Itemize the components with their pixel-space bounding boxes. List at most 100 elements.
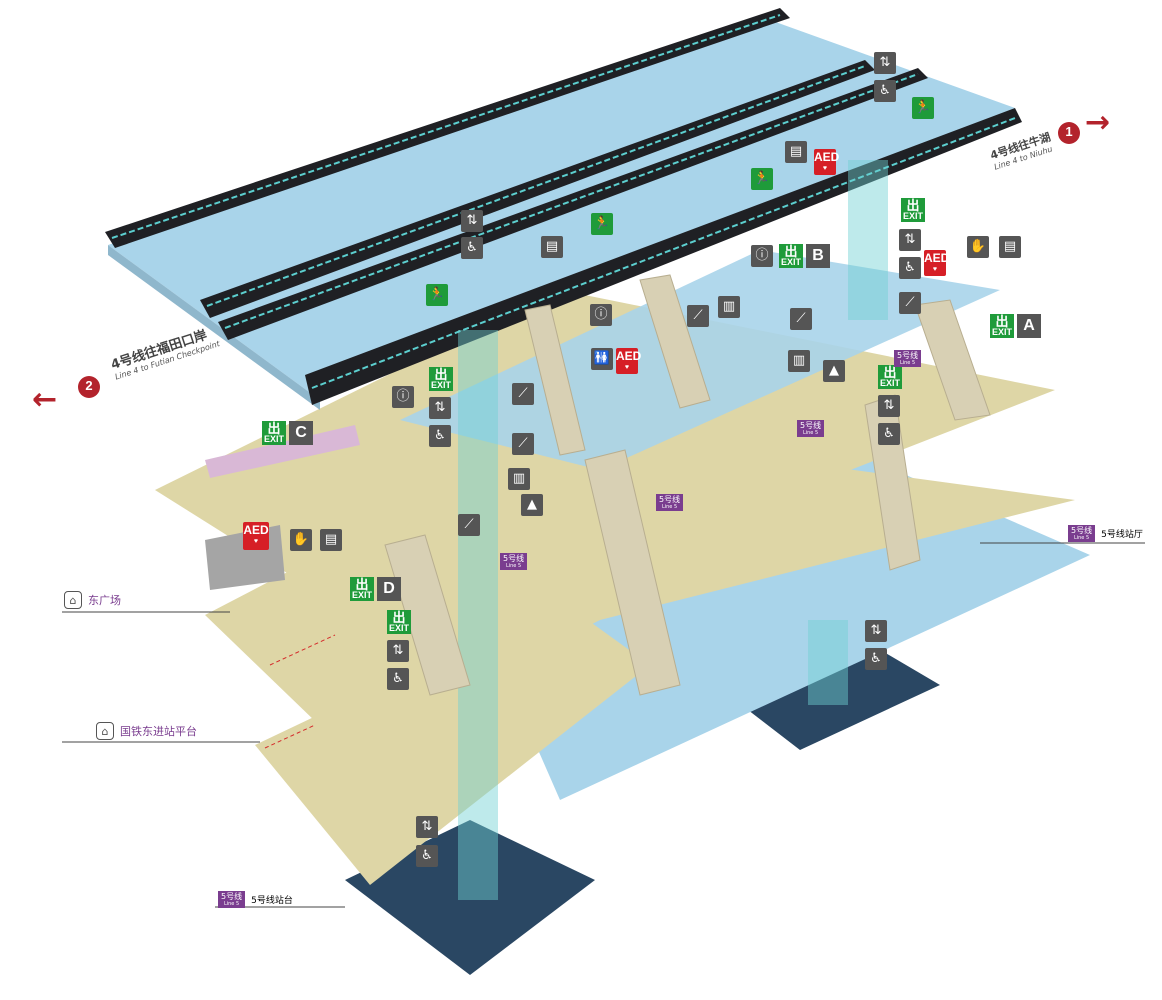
aed-icon: AED♥ [924, 250, 950, 276]
elevator-shaft-bottom [808, 620, 848, 705]
card-reader-icon: ✋ [967, 236, 989, 258]
aed-text: AED [243, 523, 269, 537]
ticket-machine-icon: ▤ [785, 141, 807, 163]
arrow-right-icon: → [1085, 105, 1111, 140]
escalator-6 [639, 274, 711, 409]
emergency-exit-icon: 🏃 [426, 284, 448, 306]
exit-sign-2-text: EXIT [430, 379, 451, 390]
aed-icon: AED♥ [243, 522, 269, 550]
wheelchair-icon: ♿ [878, 423, 900, 445]
line5-tag-main: 5号线 [503, 554, 525, 563]
elevator-icon: ⇅ [416, 816, 438, 838]
aed-icon: AED♥ [814, 149, 840, 175]
ticket-machine-icon: ▤ [320, 529, 342, 551]
escalator-5 [524, 304, 586, 456]
aed-icon: AED♥ [616, 348, 642, 374]
dash-1 [269, 634, 336, 666]
escalator-1 [584, 449, 681, 696]
elevator-icon: ⇅ [865, 620, 887, 642]
dash-2 [264, 724, 316, 749]
line5-tag-main: 5号线 [221, 892, 243, 901]
wheelchair-icon: ♿ [899, 257, 921, 279]
railway-platform-floor [255, 600, 650, 885]
exit-sign-3-text: EXIT [879, 377, 900, 388]
train-3 [218, 68, 928, 340]
line5-tag-main: 5号线 [800, 421, 822, 430]
track-deck-edge [108, 245, 320, 410]
wheelchair-icon: ♿ [416, 845, 438, 867]
emergency-exit-icon: 🏃 [751, 168, 773, 190]
line5-platform-left [345, 820, 595, 975]
exit-a-exit-text: EXIT [991, 326, 1012, 337]
elevator-icon: ⇅ [878, 395, 900, 417]
elevator-icon: ⇅ [874, 52, 896, 74]
exit-d-exit-text: EXIT [351, 589, 372, 600]
line5-hall-floor [490, 455, 1090, 800]
exit-b-exit-text: EXIT [780, 256, 801, 267]
escalator-icon: ⟋ [458, 514, 480, 536]
line5-platform-right [735, 635, 940, 750]
escalator-2 [384, 534, 471, 696]
line5-tag-main: 5号线 [1071, 526, 1093, 535]
direction-badge-futian: 2 [78, 376, 100, 398]
card-reader-icon: ✋ [290, 529, 312, 551]
line5-tag-sub: Line 5 [505, 563, 522, 569]
service-center-icon: ⓘ [590, 304, 612, 326]
escalator-4 [914, 299, 991, 421]
aed-text: AED [814, 150, 840, 164]
wheelchair-icon: ♿ [865, 648, 887, 670]
elevator-shaft-right [848, 160, 888, 320]
toilet-icon: 🚻 [591, 348, 613, 370]
train-2 [200, 60, 875, 318]
elevator-shaft-left [458, 330, 498, 900]
line5-tag-main: 5号线 [659, 495, 681, 504]
escalator-icon: ⟋ [512, 433, 534, 455]
exit-a-label: A [1017, 314, 1041, 338]
aed-text: AED [924, 251, 950, 265]
exit-b-label: B [806, 244, 830, 268]
line5-tag-sub: Line 5 [223, 901, 240, 907]
aed-text: AED [616, 349, 642, 363]
info-point-icon: ▲ [823, 360, 845, 382]
elevator-icon: ⇅ [387, 640, 409, 662]
line5-tag-sub: Line 5 [661, 504, 678, 510]
direction-badge-niuhu: 1 [1058, 122, 1080, 144]
emergency-exit-icon: 🏃 [912, 97, 934, 119]
legend-line5-platform-label: 5号线站台 [251, 896, 293, 906]
legend-railway-platform-label: 国铁东进站平台 [120, 725, 197, 738]
train-1 [105, 8, 790, 248]
line5-tag-main: 5号线 [897, 351, 919, 360]
elevator-icon: ⇅ [429, 397, 451, 419]
elevator-icon: ⇅ [899, 229, 921, 251]
legend-east-plaza: ⌂ 东广场 [64, 591, 121, 609]
wheelchair-icon: ♿ [874, 80, 896, 102]
train-4 [305, 108, 1022, 405]
escalator-icon: ⟋ [687, 305, 709, 327]
arrow-left-icon: ← [32, 382, 58, 417]
service-center-icon: ⓘ [392, 386, 414, 408]
info-point-icon: ▲ [521, 494, 543, 516]
line5-tag-sub: Line 5 [1073, 535, 1090, 541]
wheelchair-icon: ♿ [461, 237, 483, 259]
stairs-icon: ▥ [788, 350, 810, 372]
